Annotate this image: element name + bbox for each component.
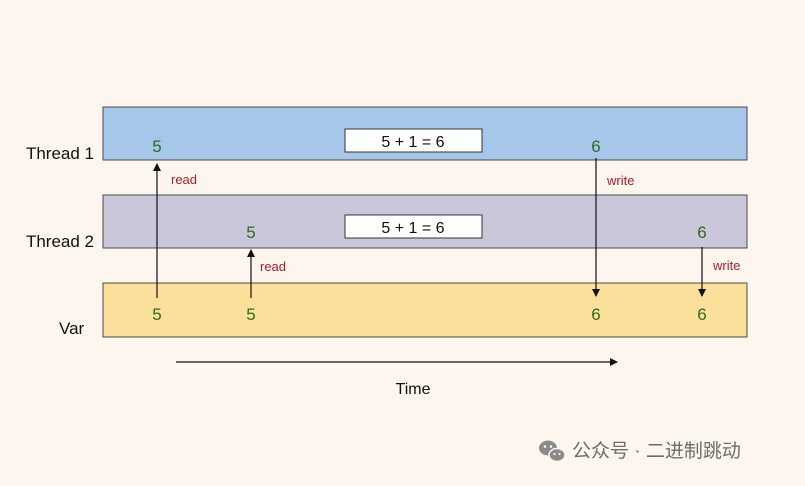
thread1-expression-box bbox=[344, 128, 483, 153]
var-value-1: 5 bbox=[152, 305, 161, 324]
thread1-read-value: 5 bbox=[152, 137, 161, 156]
thread2-read-annotation: read bbox=[260, 259, 286, 274]
var-bar bbox=[102, 282, 748, 338]
thread2-write-annotation: write bbox=[712, 258, 740, 273]
thread1-write-value: 6 bbox=[591, 137, 600, 156]
thread1-read-annotation: read bbox=[171, 172, 197, 187]
thread1-label: Thread 1 bbox=[26, 144, 94, 163]
thread2-label: Thread 2 bbox=[26, 232, 94, 251]
watermark-text: 公众号 · 二进制跳动 bbox=[572, 440, 741, 462]
thread1-expression: 5 + 1 = 6 bbox=[381, 134, 444, 151]
thread2-read-value: 5 bbox=[246, 223, 255, 242]
thread1-write-annotation: write bbox=[606, 173, 634, 188]
thread2-write-value: 6 bbox=[697, 223, 706, 242]
var-label: Var bbox=[59, 319, 85, 338]
var-value-3: 6 bbox=[591, 305, 600, 324]
wechat-icon bbox=[539, 440, 566, 463]
time-axis-label: Time bbox=[396, 381, 431, 398]
thread2-expression: 5 + 1 = 6 bbox=[381, 220, 444, 237]
var-value-4: 6 bbox=[697, 305, 706, 324]
thread2-expression-box bbox=[344, 214, 483, 239]
var-value-2: 5 bbox=[246, 305, 255, 324]
